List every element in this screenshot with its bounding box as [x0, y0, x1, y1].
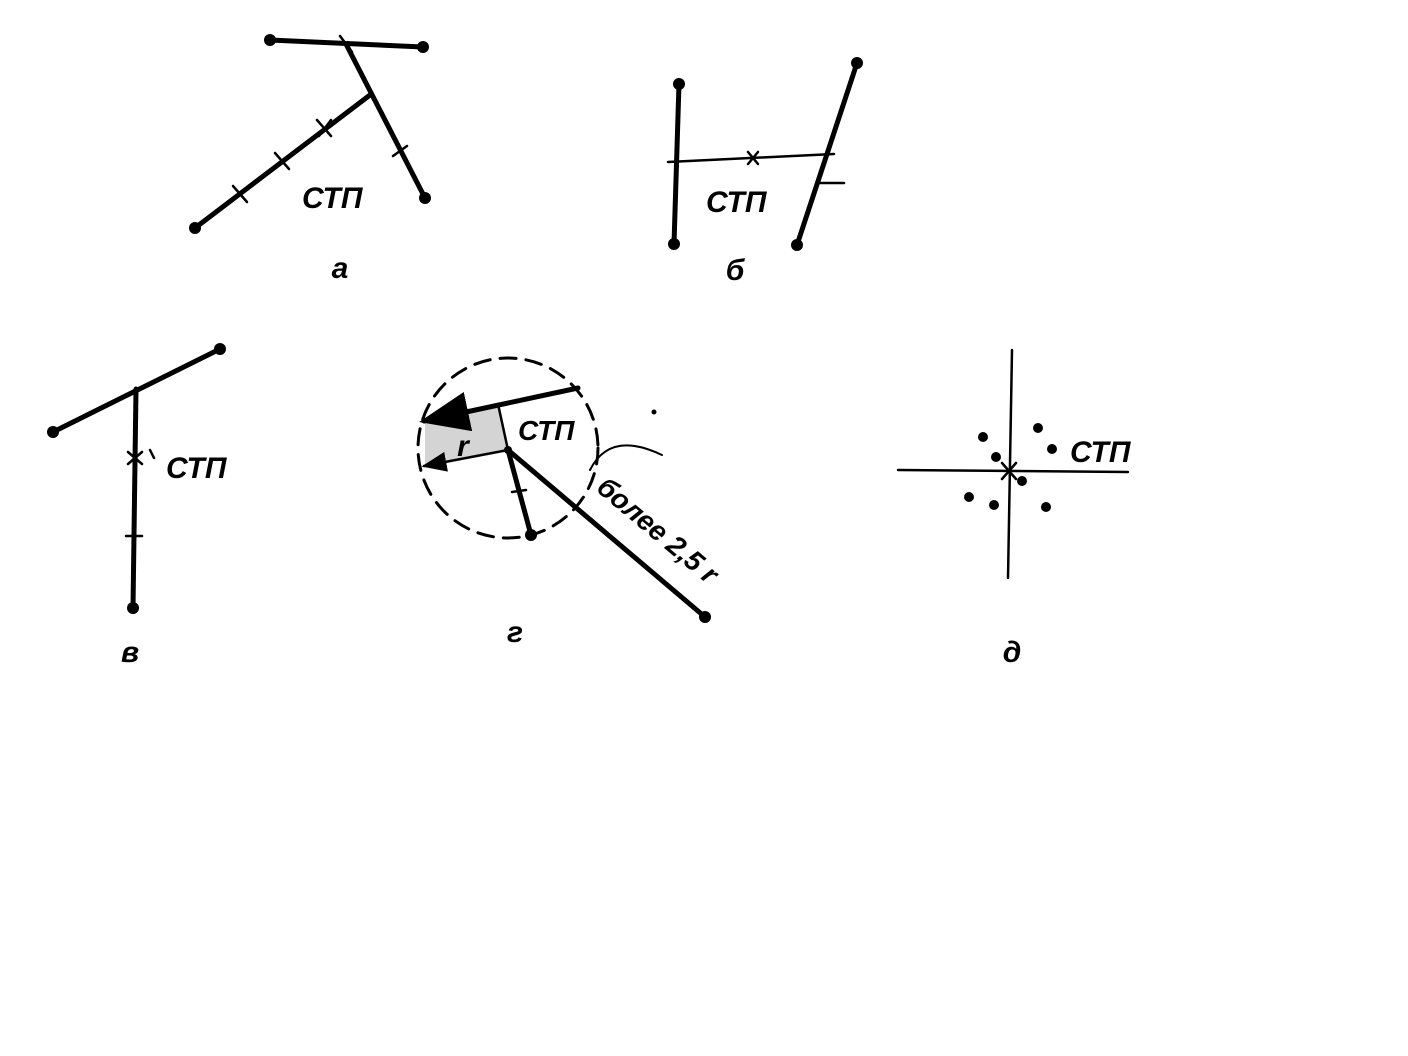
panel-b-horizontal-segment: [666, 152, 836, 164]
panel-g-radius-upright: [496, 402, 510, 452]
panel-v-letter: в: [121, 636, 139, 669]
panel-d-stp-label: СТП: [1070, 436, 1132, 469]
panel-a-stp-label: СТП: [302, 182, 364, 215]
panel-g-angle-arc: [589, 444, 663, 471]
panel-g-tick-mark: [510, 488, 528, 494]
panel-d-horizontal-axis: [896, 468, 1130, 474]
panel-d-hit-points: [964, 423, 1057, 512]
panel-v-hit-point: [127, 602, 139, 614]
panel-a-letter: а: [332, 252, 349, 285]
panel-g-radius-arrow: [421, 448, 510, 472]
panel-g-r-label: r: [457, 430, 471, 463]
panel-a-hit-point: [419, 192, 431, 204]
panel-b-left-segment: [671, 81, 682, 247]
panel-a-diagonal-segment: [343, 41, 428, 201]
panel-v-hit-point: [214, 343, 226, 355]
panel-b: СТП б: [666, 57, 863, 287]
panel-v: СТП в: [47, 343, 228, 669]
panel-g-diameter-arrow: [419, 385, 581, 432]
panel-v-tick-marks: [124, 448, 156, 538]
panel-g-more-label: более 2,5 r: [591, 471, 726, 591]
panel-g-hit-point: [525, 529, 537, 541]
panel-g-hit-point: [699, 611, 711, 623]
panel-v-stp-label: СТП: [166, 452, 228, 485]
panel-a-hit-point: [264, 34, 276, 46]
panel-b-hit-point: [668, 238, 680, 250]
panel-v-vertical-segment: [130, 386, 139, 611]
panel-g-letter: г: [507, 616, 523, 649]
panel-v-hit-point: [47, 426, 59, 438]
panel-d-center-cross: [1000, 461, 1018, 481]
panel-a-tick-marks: [231, 34, 409, 204]
panel-b-hit-point: [791, 239, 803, 251]
panel-d-vertical-axis: [1006, 348, 1014, 580]
panel-b-hit-point: [851, 57, 863, 69]
panel-b-stp-label: СТП: [706, 186, 768, 219]
panel-b-letter: б: [726, 254, 746, 287]
panel-b-hit-point: [673, 78, 685, 90]
panel-d: СТП д: [896, 348, 1132, 669]
panel-g-long-segment: [505, 447, 708, 620]
panel-g: r СТП более 2,5 r г: [416, 356, 726, 649]
panel-g-dashed-circle: [416, 356, 600, 540]
panel-g-stp-label: СТП: [518, 415, 575, 446]
panel-g-short-segment: [505, 447, 534, 538]
panel-a: СТП а: [189, 34, 431, 285]
panel-b-tick-marks: [746, 150, 846, 185]
panel-g-stray-dot: [651, 409, 657, 415]
panel-a-hit-point: [189, 222, 201, 234]
panel-g-center-point: [504, 446, 512, 454]
panel-d-letter: д: [1003, 636, 1022, 669]
panel-a-hit-point: [417, 41, 429, 53]
